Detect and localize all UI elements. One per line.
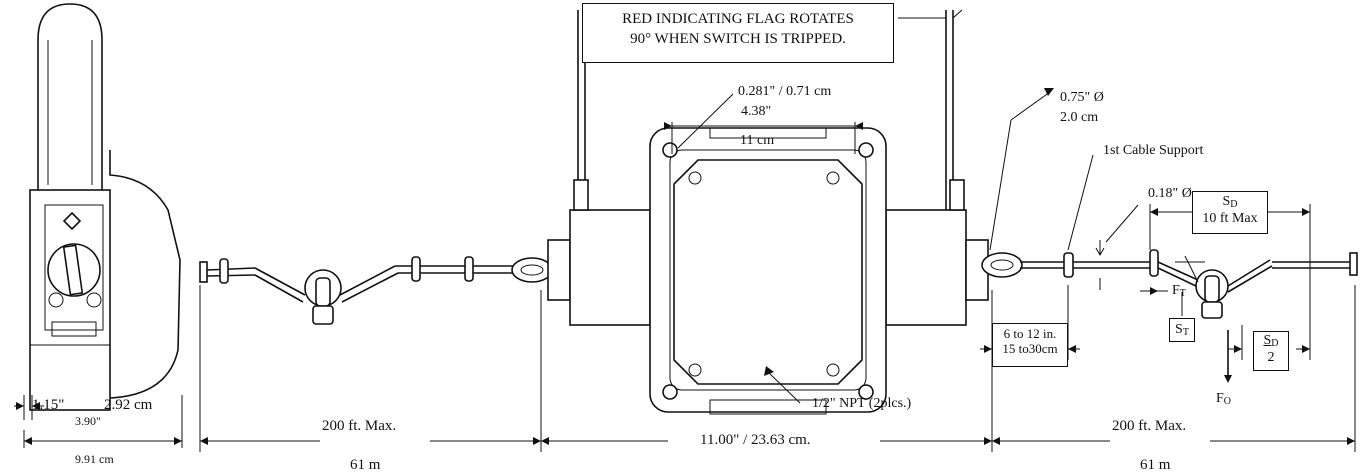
hole-spacing-in-label: 4.38" (741, 104, 772, 119)
support-distance-box: 6 to 12 in. 15 to30cm (992, 323, 1068, 367)
st-box: ST (1169, 318, 1195, 342)
cable-support-label: 1st Cable Support (1103, 143, 1204, 158)
right-cable (981, 240, 1358, 383)
sd-max-box: SD 10 ft Max (1192, 191, 1268, 234)
ft-subscript: T (1179, 288, 1186, 299)
sd-subscript: D (1230, 199, 1238, 210)
left-span-m-label: 61 m (350, 457, 381, 473)
fo-subscript: O (1223, 396, 1232, 407)
support-distance-in: 6 to 12 in. (1003, 326, 1057, 341)
side-width-cm-label: 9.91 cm (75, 452, 114, 466)
arrowheads (16, 88, 1355, 445)
left-span-ft-label: 200 ft. Max. (322, 418, 397, 434)
right-span-ft-label: 200 ft. Max. (1112, 418, 1187, 434)
sd-half-denominator: 2 (1267, 349, 1275, 365)
st-subscript: T (1182, 327, 1189, 338)
cable-diameter-label: 0.18" Ø (1148, 186, 1192, 201)
st-letter: S (1175, 322, 1183, 337)
leader-lines (677, 9, 1139, 404)
npt-label: 1/2" NPT (2plcs.) (812, 396, 912, 411)
sd-symbol: SD (1193, 194, 1267, 211)
side-depth-cm-label: 2.92 cm (104, 397, 153, 413)
sd-half-subscript: D (1271, 338, 1279, 349)
sd-half-box: SD 2 (1253, 331, 1289, 371)
left-cable (199, 256, 553, 325)
center-span-label: 11.00" / 23.63 cm. (700, 432, 811, 448)
ft-symbol: FT (1172, 283, 1186, 300)
side-view (29, 3, 181, 411)
fo-letter: F (1216, 391, 1224, 406)
ft-letter: F (1172, 283, 1180, 298)
sd-half-numerator: SD (1254, 333, 1288, 350)
support-distance-cm: 15 to30cm (1002, 340, 1058, 356)
hole-spacing-cm-label: 11 cm (740, 133, 775, 148)
fo-symbol: FO (1216, 391, 1231, 408)
switch-body (547, 10, 989, 415)
side-depth-in-label: 1.15" (32, 397, 65, 413)
sd-letter: S (1222, 194, 1231, 209)
eye-diameter-cm-label: 2.0 cm (1060, 110, 1099, 125)
sd-max-label: 10 ft Max (1202, 210, 1258, 226)
flag-note-line-2: 90° WHEN SWITCH IS TRIPPED. (630, 30, 846, 47)
flag-note-box: RED INDICATING FLAG ROTATES 90° WHEN SWI… (582, 3, 894, 63)
flag-note-line-1: RED INDICATING FLAG ROTATES (622, 11, 854, 27)
sd-half-letter: S (1263, 333, 1272, 348)
right-span-m-label: 61 m (1140, 457, 1171, 473)
side-width-in-label: 3.90" (75, 414, 101, 428)
eye-diameter-in-label: 0.75" Ø (1060, 90, 1104, 105)
mount-hole-label: 0.281" / 0.71 cm (738, 84, 832, 99)
